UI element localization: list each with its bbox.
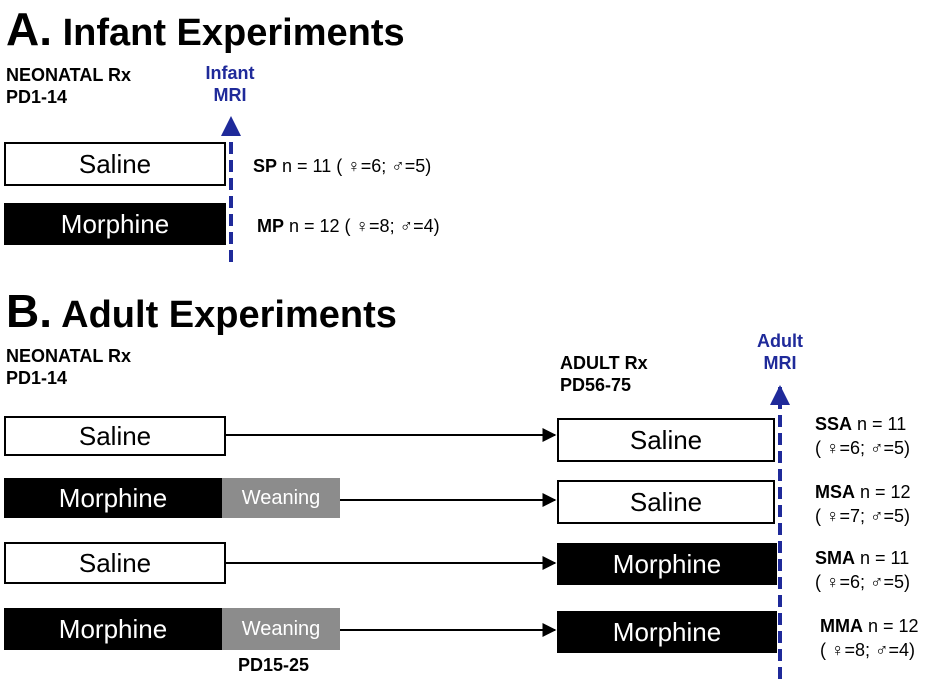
section-b-neonatal-label: NEONATAL Rx PD1-14 (6, 345, 131, 389)
adult-group-mma: MMA n = 12 ( ♀=8; ♂=4) (820, 614, 919, 662)
section-b-letter: B. (6, 285, 52, 337)
adult-rx-label: ADULT Rx (560, 353, 648, 373)
section-a-letter: A. (6, 3, 52, 55)
infant-mri-label: Infant MRI (188, 62, 272, 106)
adult-mri-label: Adult MRI (740, 330, 820, 374)
adult-mri-line1: Adult (757, 331, 803, 351)
infant-mri-line1: Infant (205, 63, 255, 83)
neonatal-morphine-box-row-2: Morphine (4, 478, 222, 518)
infant-mri-line2: MRI (213, 85, 247, 105)
section-a-title: Infant Experiments (62, 12, 405, 54)
neonatal-saline-box-row-3: Saline (4, 542, 226, 584)
adult-group-sma: SMA n = 11 ( ♀=6; ♂=5) (815, 546, 910, 594)
group-code: MSA (815, 482, 855, 502)
adult-period-label: PD56-75 (560, 375, 632, 395)
group-count: n = 11 ( ♀=6; ♂=5) (277, 156, 432, 176)
group-code: MP (257, 216, 284, 236)
group-code: SSA (815, 414, 853, 434)
neonatal-period-label: PD1-14 (6, 368, 68, 388)
weaning-box-row-4: Weaning (222, 608, 340, 650)
group-count: n = 11 (855, 548, 910, 568)
weaning-period-label: PD15-25 (238, 655, 310, 675)
group-count: n = 12 (863, 616, 919, 636)
infant-group-sp: SP n = 11 ( ♀=6; ♂=5) (253, 154, 431, 178)
neonatal-rx-label: NEONATAL Rx (6, 346, 132, 366)
infant-morphine-box: Morphine (4, 203, 226, 245)
adult-group-ssa: SSA n = 11 ( ♀=6; ♂=5) (815, 412, 910, 460)
adult-saline-box-row-2: Saline (557, 480, 775, 524)
weaning-box-row-2: Weaning (222, 478, 340, 518)
group-code: MMA (820, 616, 863, 636)
group-sex-split: ( ♀=8; ♂=4) (820, 640, 916, 660)
section-b-adult-label: ADULT Rx PD56-75 (560, 352, 648, 396)
neonatal-morphine-box-row-4: Morphine (4, 608, 222, 650)
section-a-neonatal-label: NEONATAL Rx PD1-14 (6, 64, 131, 108)
group-code: SP (253, 156, 278, 176)
adult-morphine-box-row-4: Morphine (557, 611, 777, 653)
group-sex-split: ( ♀=6; ♂=5) (815, 572, 911, 592)
neonatal-saline-box-row-1: Saline (4, 416, 226, 456)
section-b-heading: B. Adult Experiments (6, 288, 397, 334)
section-b-title: Adult Experiments (61, 294, 397, 336)
group-count: n = 12 ( ♀=8; ♂=4) (284, 216, 440, 236)
group-count: n = 11 (852, 414, 907, 434)
group-count: n = 12 (855, 482, 911, 502)
section-a-heading: A. Infant Experiments (6, 6, 405, 52)
infant-saline-box: Saline (4, 142, 226, 186)
adult-morphine-box-row-3: Morphine (557, 543, 777, 585)
adult-saline-box-row-1: Saline (557, 418, 775, 462)
neonatal-rx-label: NEONATAL Rx (6, 65, 132, 85)
group-sex-split: ( ♀=6; ♂=5) (815, 438, 911, 458)
adult-mri-line2: MRI (763, 353, 797, 373)
group-sex-split: ( ♀=7; ♂=5) (815, 506, 911, 526)
group-code: SMA (815, 548, 855, 568)
infant-group-mp: MP n = 12 ( ♀=8; ♂=4) (257, 214, 440, 238)
neonatal-period-label: PD1-14 (6, 87, 68, 107)
adult-group-msa: MSA n = 12 ( ♀=7; ♂=5) (815, 480, 911, 528)
